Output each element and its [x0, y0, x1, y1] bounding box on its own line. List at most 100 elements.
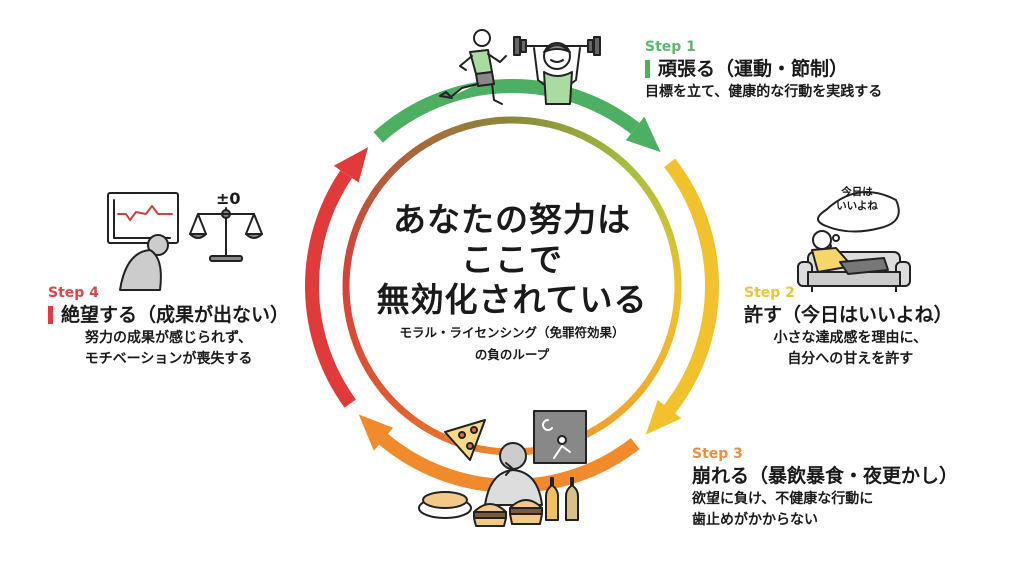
headline-line: あなたの努力は: [393, 200, 631, 239]
step-label: Step 2: [744, 285, 795, 301]
inner-ring-segment: [670, 311, 680, 323]
inner-ring-segment: [578, 131, 591, 142]
center-message: あなたの努力は ここで 無効化されている モラル・ライセンシング（免罪符効果） …: [352, 200, 672, 364]
inner-ring-segment: [379, 387, 392, 400]
weightlifter-icon: [513, 36, 601, 105]
inner-ring-segment: [364, 366, 376, 379]
inner-ring-segment: [642, 374, 655, 387]
inner-ring-segment: [484, 446, 496, 455]
arrow-shaft: [373, 79, 640, 143]
inner-ring-segment: [668, 319, 678, 332]
inner-ring-segment: [592, 422, 605, 434]
inner-ring-segment: [411, 416, 424, 429]
arrow-head: [358, 414, 394, 451]
step-4: Step 4 絶望する（成果が出ない） 努力の成果が感じられず、 モチベーション…: [48, 284, 289, 370]
step-label: Step 3: [692, 446, 743, 462]
inner-ring-segment: [468, 119, 480, 130]
inner-ring-segment: [342, 293, 351, 304]
step-description: 目標を立て、健康的な行動を実践する: [645, 84, 883, 100]
inner-ring-segment: [585, 134, 599, 146]
accent-bar: [645, 60, 650, 78]
binge-eating-and-late-night-icon: [418, 410, 587, 527]
inner-ring-segment: [647, 367, 659, 380]
inner-ring-segment: [475, 444, 487, 454]
inner-ring-segment: [374, 178, 387, 191]
inner-ring-segment: [494, 116, 505, 125]
inner-ring-segment: [427, 134, 440, 146]
arrow-head: [625, 116, 661, 153]
inner-ring-segment: [625, 394, 638, 407]
inner-ring-segment: [600, 143, 613, 156]
inner-ring-segment: [626, 166, 639, 179]
burger-icon: [473, 503, 507, 527]
arrow-head: [645, 399, 682, 435]
scale-balance-text: ±0: [216, 189, 241, 208]
inner-ring-segment: [392, 159, 405, 172]
inner-ring-segment: [643, 186, 655, 199]
inner-ring-segment: [528, 117, 540, 126]
inner-ring-segment: [425, 426, 439, 438]
step-title: 頑張る（運動・節制）: [645, 56, 882, 82]
inner-ring-segment: [545, 120, 558, 130]
inner-ring-segment: [343, 301, 352, 313]
relaxing-on-sofa-icon: [797, 191, 911, 292]
inner-gradient-ring: [342, 116, 682, 456]
arrow-step1: [373, 79, 661, 153]
step-description: 小さな達成感を理由に、: [773, 330, 928, 346]
thought-bubble-line: 今日は: [841, 186, 873, 198]
inner-ring-segment: [619, 400, 632, 413]
inner-ring-segment: [397, 405, 410, 418]
thought-bubble: 今日は いいよね: [818, 185, 896, 213]
step-2: Step 2 許す（今日はいいよね） 小さな達成感を理由に、 自分への甘えを許す: [744, 284, 953, 370]
inner-ring-segment: [673, 294, 682, 306]
step-label: Step 1: [645, 39, 696, 55]
inner-ring-segment: [614, 154, 627, 167]
inner-ring-segment: [391, 399, 404, 412]
inner-ring-segment: [613, 406, 626, 419]
arrow-shaft: [305, 170, 356, 408]
inner-ring-segment: [369, 185, 382, 198]
inner-ring-segment: [343, 258, 352, 270]
inner-ring-segment: [520, 116, 532, 125]
step-label: Step 4: [48, 285, 99, 301]
inner-ring-segment: [599, 417, 612, 429]
step-title: 許す（今日はいいよね）: [744, 304, 953, 326]
subtitle-line: の負のループ: [474, 347, 550, 362]
inner-ring-segment: [554, 122, 566, 132]
arrow-step2: [645, 158, 719, 435]
inner-ring-segment: [485, 117, 497, 126]
step-description: 努力の成果が感じられず、: [84, 330, 253, 346]
inner-ring-segment: [637, 381, 650, 394]
inner-ring-segment: [631, 388, 644, 401]
step-3: Step 3 崩れる（暴飲暴食・夜更かし） 欲望に負け、不健康な行動に 歯止めが…: [692, 445, 958, 531]
inner-ring-segment: [673, 268, 682, 279]
inner-ring-segment: [672, 259, 681, 271]
thought-bubble-line: いいよね: [836, 200, 878, 212]
arrow-head: [333, 147, 369, 183]
inner-ring-segment: [433, 430, 446, 441]
inner-ring-segment: [369, 373, 381, 386]
inner-ring-segment: [405, 148, 418, 160]
step-1: Step 1 頑張る（運動・節制） 目標を立て、健康的な行動を実践する: [645, 38, 882, 103]
inner-ring-segment: [419, 138, 432, 150]
inner-ring-segment: [620, 160, 633, 173]
inner-ring-segment: [668, 242, 679, 254]
inner-ring-segment: [476, 118, 488, 128]
inner-ring-segment: [398, 153, 411, 166]
inner-ring-segment: [374, 380, 386, 393]
dejected-person-and-scale-icon: [107, 192, 263, 291]
inner-ring-segment: [443, 127, 456, 138]
step-description: 欲望に負け、不健康な行動に: [692, 491, 874, 507]
arrow-shaft: [664, 158, 719, 414]
inner-ring-segment: [459, 121, 472, 132]
inner-ring-segment: [380, 171, 393, 184]
inner-ring-segment: [584, 426, 597, 438]
step-description: 自分への甘えを許す: [787, 351, 914, 367]
inner-ring-segment: [606, 412, 619, 424]
subtitle-line: モラル・ライセンシング（免罪符効果）: [399, 325, 625, 340]
inner-ring-segment: [435, 130, 448, 142]
inner-ring-segment: [344, 310, 354, 322]
inner-ring-segment: [537, 118, 549, 128]
headline-line: 無効化されている: [376, 280, 648, 319]
